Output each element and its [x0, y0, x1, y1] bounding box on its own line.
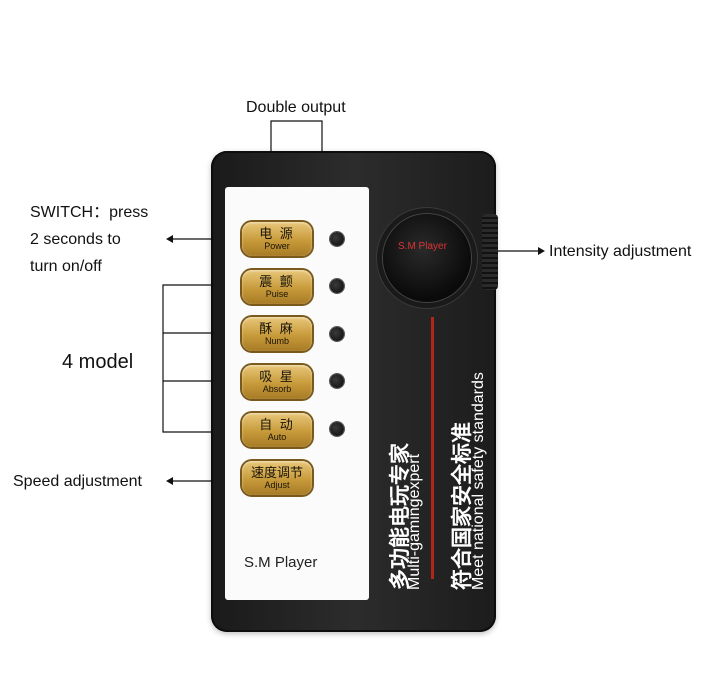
power-button[interactable]: 电 源 Power — [242, 222, 312, 256]
double-output-bracket — [270, 120, 323, 153]
switch-label-line1: SWITCH：press — [30, 204, 149, 221]
pulse-indicator-led — [330, 279, 344, 293]
model-bracket — [162, 284, 241, 433]
switch-label-line3: turn on/off — [30, 258, 102, 275]
vertical-text-en2: Meet national safety standards — [470, 372, 487, 590]
pulse-mode-button-en: Puise — [265, 288, 289, 299]
speed-adjust-button[interactable]: 速度调节 Adjust — [242, 461, 312, 495]
intensity-adjustment-label: Intensity adjustment — [549, 243, 692, 260]
power-indicator-led — [330, 232, 344, 246]
double-output-label: Double output — [246, 99, 346, 116]
absorb-mode-button-en: Absorb — [262, 383, 292, 394]
power-button-en: Power — [264, 240, 290, 251]
power-button-cn: 电 源 — [259, 225, 295, 241]
absorb-indicator-led — [330, 374, 344, 388]
absorb-mode-button-cn: 吸 星 — [259, 368, 295, 384]
pulse-mode-button-cn: 震 颤 — [259, 273, 295, 289]
red-accent-line — [431, 317, 434, 579]
intensity-wheel[interactable] — [482, 214, 498, 290]
numb-mode-button-cn: 酥 麻 — [259, 320, 295, 336]
switch-label-line2: 2 seconds to — [30, 231, 121, 248]
speed-adjust-button-cn: 速度调节 — [250, 464, 303, 480]
intensity-knob[interactable] — [383, 214, 471, 302]
vertical-text-en1: Multi-gamingexpert — [406, 453, 423, 590]
speed-arrowhead — [166, 477, 173, 485]
auto-indicator-led — [330, 422, 344, 436]
numb-indicator-led — [330, 327, 344, 341]
auto-mode-button-cn: 自 动 — [259, 416, 295, 432]
absorb-mode-button[interactable]: 吸 星 Absorb — [242, 365, 312, 399]
intensity-arrowhead — [538, 247, 545, 255]
four-model-label: 4 model — [62, 351, 134, 373]
pulse-mode-button[interactable]: 震 颤 Puise — [242, 270, 312, 304]
numb-mode-button[interactable]: 酥 麻 Numb — [242, 317, 312, 351]
switch-arrowhead — [166, 235, 173, 243]
auto-mode-button-en: Auto — [267, 431, 287, 442]
speed-adjust-button-en: Adjust — [264, 479, 290, 490]
knob-brand-label: S.M Player — [398, 241, 447, 252]
numb-mode-button-en: Numb — [264, 335, 289, 346]
speed-adjustment-label: Speed adjustment — [13, 473, 142, 490]
auto-mode-button[interactable]: 自 动 Auto — [242, 413, 312, 447]
brand-label: S.M Player — [244, 554, 318, 571]
